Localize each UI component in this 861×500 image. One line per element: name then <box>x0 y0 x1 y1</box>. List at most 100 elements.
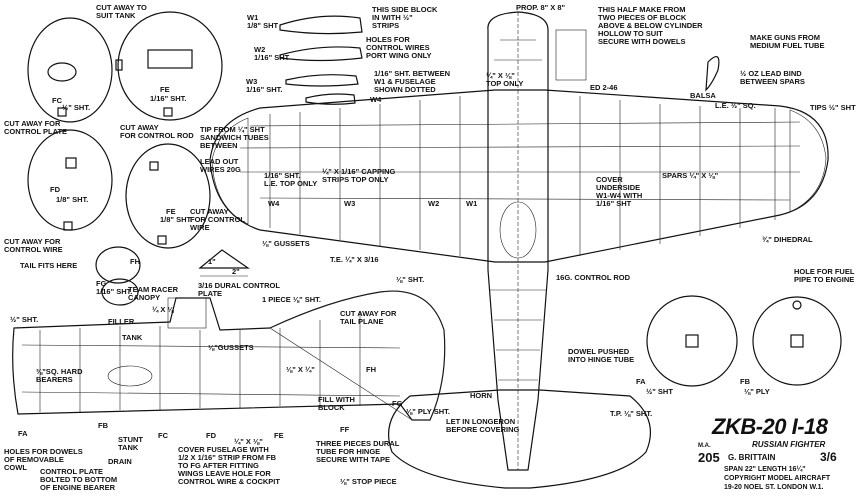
label-fh-side: FH <box>366 365 376 374</box>
plan-number: 205 <box>698 450 720 465</box>
label-fd: FD <box>50 185 60 194</box>
label-fa-right: FA <box>636 377 646 386</box>
label-drain: DRAIN <box>108 457 132 466</box>
label-tank: TANK <box>122 333 143 342</box>
label-fc: FC <box>52 96 62 105</box>
label-gussets: ⅛" GUSSETS <box>262 239 310 248</box>
label-fb-right-sht: ⅛" PLY <box>744 387 770 396</box>
title-block: ZKB-20 I-18 M.A. RUSSIAN FIGHTER 205 G. … <box>690 410 858 498</box>
wing-ribs <box>279 15 363 105</box>
model-subtitle: RUSSIAN FIGHTER <box>752 440 826 449</box>
label-balsa: BALSA <box>690 91 716 100</box>
label-fg-sht: 1/16" SHT. <box>96 287 133 296</box>
former-fd <box>27 129 113 231</box>
former-fb-right <box>752 296 842 386</box>
label-fd-side: FD <box>206 431 216 440</box>
label-fe: FE <box>160 85 170 94</box>
label-fa-right-sht: ½" SHT <box>646 387 673 396</box>
label-filler: FILLER <box>108 317 135 326</box>
label-top-only: ¼" x ⅛"TOP ONLY <box>486 71 524 88</box>
fuselage-top-view <box>487 11 587 471</box>
label-tips: TIPS ½" SHT <box>810 103 856 112</box>
label-strip-quarter: ¼" x ⅛" <box>234 437 263 446</box>
label-ply-sht: ⅛" PLY SHT. <box>406 407 450 416</box>
label-eighth-sht: ⅛" SHT. <box>396 275 425 284</box>
tailplane <box>388 389 652 489</box>
address-line: 19-20 NOEL ST. LONDON W.1. <box>724 484 824 491</box>
label-spars: SPARS ¼" x ⅛" <box>662 171 719 180</box>
label-one-piece: 1 PIECE ⅛" SHT. <box>262 295 321 304</box>
label-fg: FG <box>96 279 107 288</box>
label-te: T.E. ¼" x 3/16 <box>330 255 379 264</box>
label-ed: ED 2-46 <box>590 83 618 92</box>
label-fb: FB <box>98 421 108 430</box>
former-fa-right <box>646 295 738 387</box>
label-strip-side: ⅛" x ¼" <box>286 365 315 374</box>
plan-price: 3/6 <box>820 450 837 464</box>
label-fe2: FE <box>166 207 176 216</box>
label-dim-1: 1" <box>208 257 216 266</box>
label-canopy-dims: ¼ x ⅛ <box>152 305 174 314</box>
label-le-sq: L.E. ½" SQ. <box>715 101 756 110</box>
former-fc <box>27 17 113 123</box>
dural-control-plate <box>198 249 250 277</box>
label-w1-wing: W1 <box>466 199 478 208</box>
fuselage-side-view <box>12 290 446 421</box>
former-fe-second <box>125 143 211 249</box>
label-fc-side: FC <box>158 431 168 440</box>
label-fe-side: FE <box>274 431 284 440</box>
label-w2-wing: W2 <box>428 199 440 208</box>
label-w4: W4 <box>370 95 382 104</box>
model-title: ZKB-20 I-18 <box>712 414 828 439</box>
label-ff: FF <box>340 425 350 434</box>
wing-planform <box>209 89 829 263</box>
label-gussets-side: ⅛"GUSSETS <box>208 343 254 352</box>
label-fc-sht: ½" SHT. <box>62 103 91 112</box>
former-fe <box>115 11 223 121</box>
former-fg <box>101 278 139 306</box>
label-half-sht-left: ½" SHT. <box>10 315 39 324</box>
label-tp: T.P. ⅛" SHT. <box>610 409 653 418</box>
label-dihedral: ¾" DIHEDRAL <box>762 235 813 244</box>
gun-balsa <box>705 55 720 92</box>
label-control-rod: 16G. CONTROL ROD <box>556 273 631 282</box>
label-fa: FA <box>18 429 28 438</box>
label-fg-side: FG <box>392 399 403 408</box>
label-prop: PROP. 8" x 8" <box>516 3 566 12</box>
label-tail-fits-here: TAIL FITS HERE <box>20 261 78 270</box>
label-fd-sht: 1/8" SHT. <box>56 195 89 204</box>
model-dimensions: SPAN 22" LENGTH 16¼" <box>724 466 806 473</box>
designer-name: G. BRITTAIN <box>728 453 776 462</box>
label-le-top: 1/16" SHT.L.E. TOP ONLY <box>264 171 318 188</box>
label-w4-wing: W4 <box>268 199 280 208</box>
